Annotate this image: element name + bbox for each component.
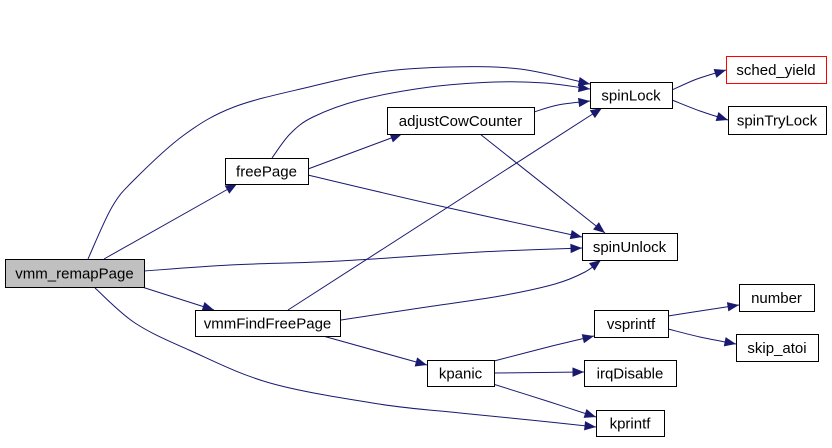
- svg-text:vmm_remapPage: vmm_remapPage: [15, 266, 133, 283]
- svg-text:spinLock: spinLock: [601, 88, 661, 105]
- svg-text:vmmFindFreePage: vmmFindFreePage: [204, 316, 332, 333]
- svg-text:spinTryLock: spinTryLock: [737, 113, 818, 130]
- svg-text:skip_atoi: skip_atoi: [747, 340, 806, 357]
- svg-text:spinUnlock: spinUnlock: [593, 239, 667, 256]
- svg-text:irqDisable: irqDisable: [597, 366, 664, 383]
- svg-text:adjustCowCounter: adjustCowCounter: [399, 113, 522, 130]
- svg-text:freePage: freePage: [236, 164, 297, 181]
- svg-text:number: number: [751, 290, 802, 307]
- svg-text:sched_yield: sched_yield: [736, 62, 815, 79]
- svg-text:vsprintf: vsprintf: [607, 316, 656, 333]
- svg-text:kprintf: kprintf: [610, 416, 652, 433]
- svg-text:kpanic: kpanic: [439, 366, 483, 383]
